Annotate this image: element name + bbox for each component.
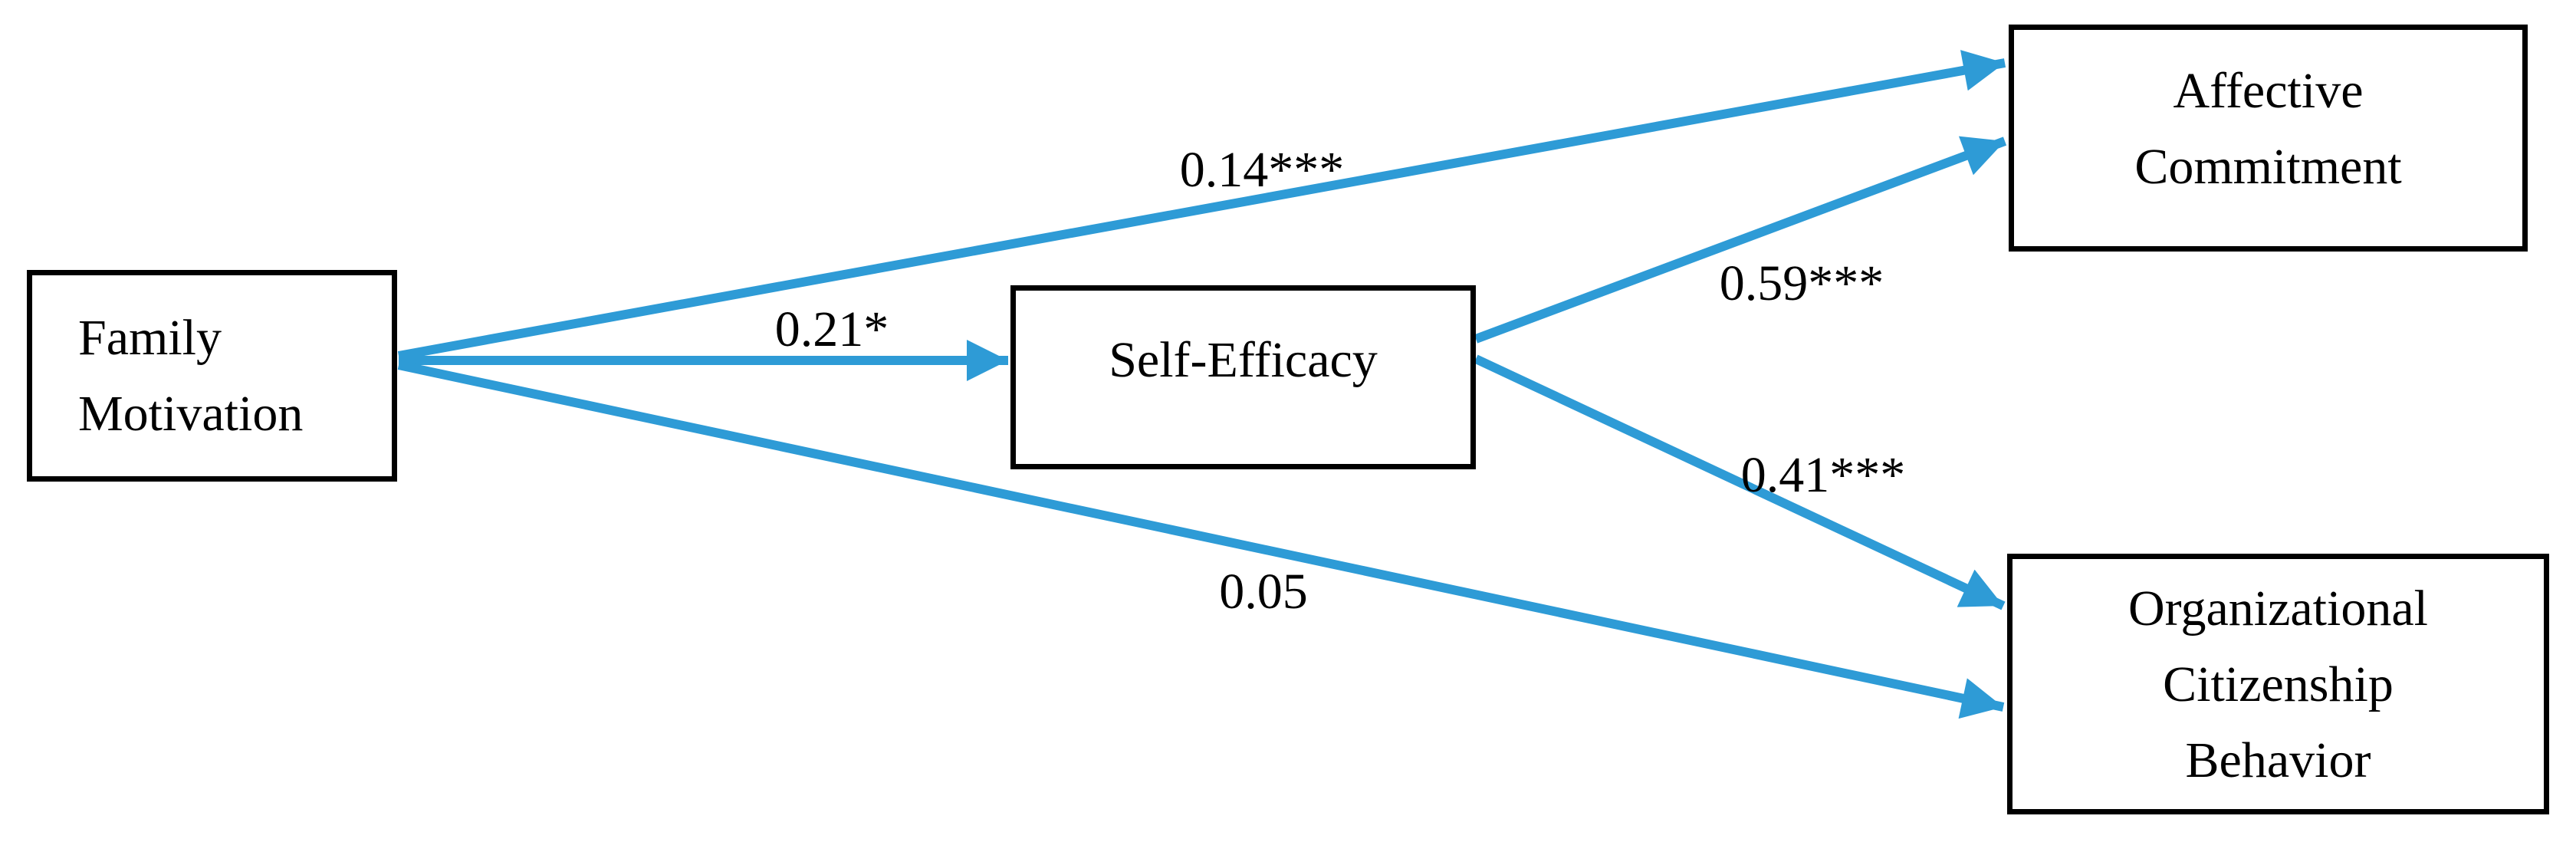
organizational-citizenship-behavior-node: Organizational Citizenship Behavior [2007,554,2549,814]
node-label: Organizational [2128,580,2428,637]
self-efficacy-node: Self-Efficacy [1010,285,1476,469]
node-label: Family [78,310,222,366]
arrow-family-motivation-to-ocb [397,360,2005,719]
node-label: Self-Efficacy [1109,332,1378,388]
node-label: Motivation [78,386,304,442]
coefficient-fm-to-se: 0.21* [774,301,889,357]
arrow-self-efficacy-to-affective-commitment [1474,136,2007,344]
family-motivation-node: Family Motivation [27,270,397,482]
arrow-self-efficacy-to-ocb [1474,354,2006,610]
node-label: Affective [2173,62,2364,119]
node-label: Commitment [2134,138,2402,195]
node-label: Behavior [2185,732,2371,788]
coefficient-se-to-ocb: 0.41*** [1740,447,1906,503]
coefficient-se-to-ac: 0.59*** [1719,255,1884,311]
coefficient-fm-to-ac: 0.14*** [1179,142,1345,198]
arrow-family-motivation-to-affective-commitment [397,50,2006,360]
coefficient-fm-to-ocb: 0.05 [1219,564,1308,620]
affective-commitment-node: Affective Commitment [2009,25,2528,252]
node-label: Citizenship [2163,656,2394,712]
